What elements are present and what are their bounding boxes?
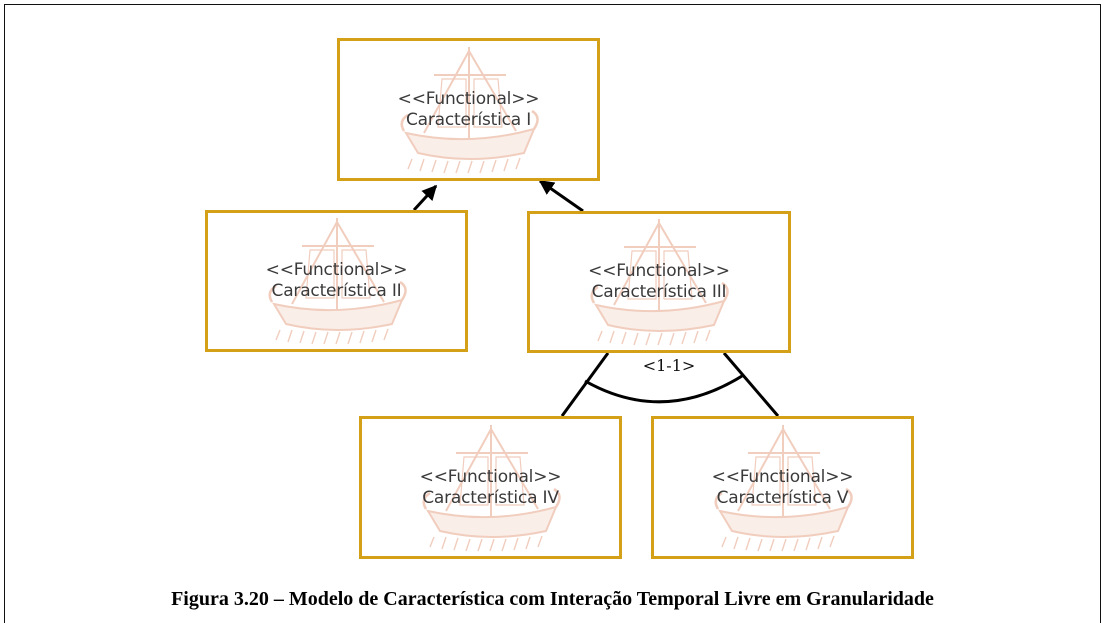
edge-f3-to-f5 (722, 352, 780, 417)
feature-stereotype: <<Functional>> (265, 260, 408, 280)
figure-caption: Figura 3.20 – Modelo de Característica c… (171, 588, 934, 610)
ship-icon (400, 46, 539, 173)
group-cardinality-label: <1-1> (642, 356, 696, 375)
feature-name: Característica III (591, 282, 727, 302)
edge-f2-to-f1 (412, 184, 438, 212)
feature-name: Característica II (271, 281, 402, 301)
feature-box-3[interactable]: <<Functional>> Característica III (527, 211, 791, 353)
feature-name: Característica V (716, 487, 849, 508)
edge-f3-to-f1 (538, 179, 584, 213)
ship-icon (590, 219, 729, 346)
feature-name: Característica IV (422, 487, 559, 508)
figure-frame (4, 4, 1101, 623)
edge-f3-to-f4 (560, 352, 610, 417)
feature-box-4[interactable]: <<Functional>> Característica IV (359, 416, 622, 559)
feature-stereotype: <<Functional>> (397, 88, 540, 109)
group-arc (584, 374, 743, 404)
feature-name: Característica I (405, 109, 532, 130)
feature-box-2[interactable]: <<Functional>> Característica II (205, 210, 468, 352)
feature-box-5[interactable]: <<Functional>> Característica V (651, 416, 914, 559)
feature-box-1[interactable]: <<Functional>> Característica I (337, 38, 600, 181)
ship-icon (714, 424, 853, 551)
feature-stereotype: <<Functional>> (419, 466, 562, 487)
ship-icon (268, 218, 407, 345)
feature-stereotype: <<Functional>> (711, 466, 854, 487)
ship-icon (422, 424, 561, 551)
feature-stereotype: <<Functional>> (588, 261, 730, 281)
